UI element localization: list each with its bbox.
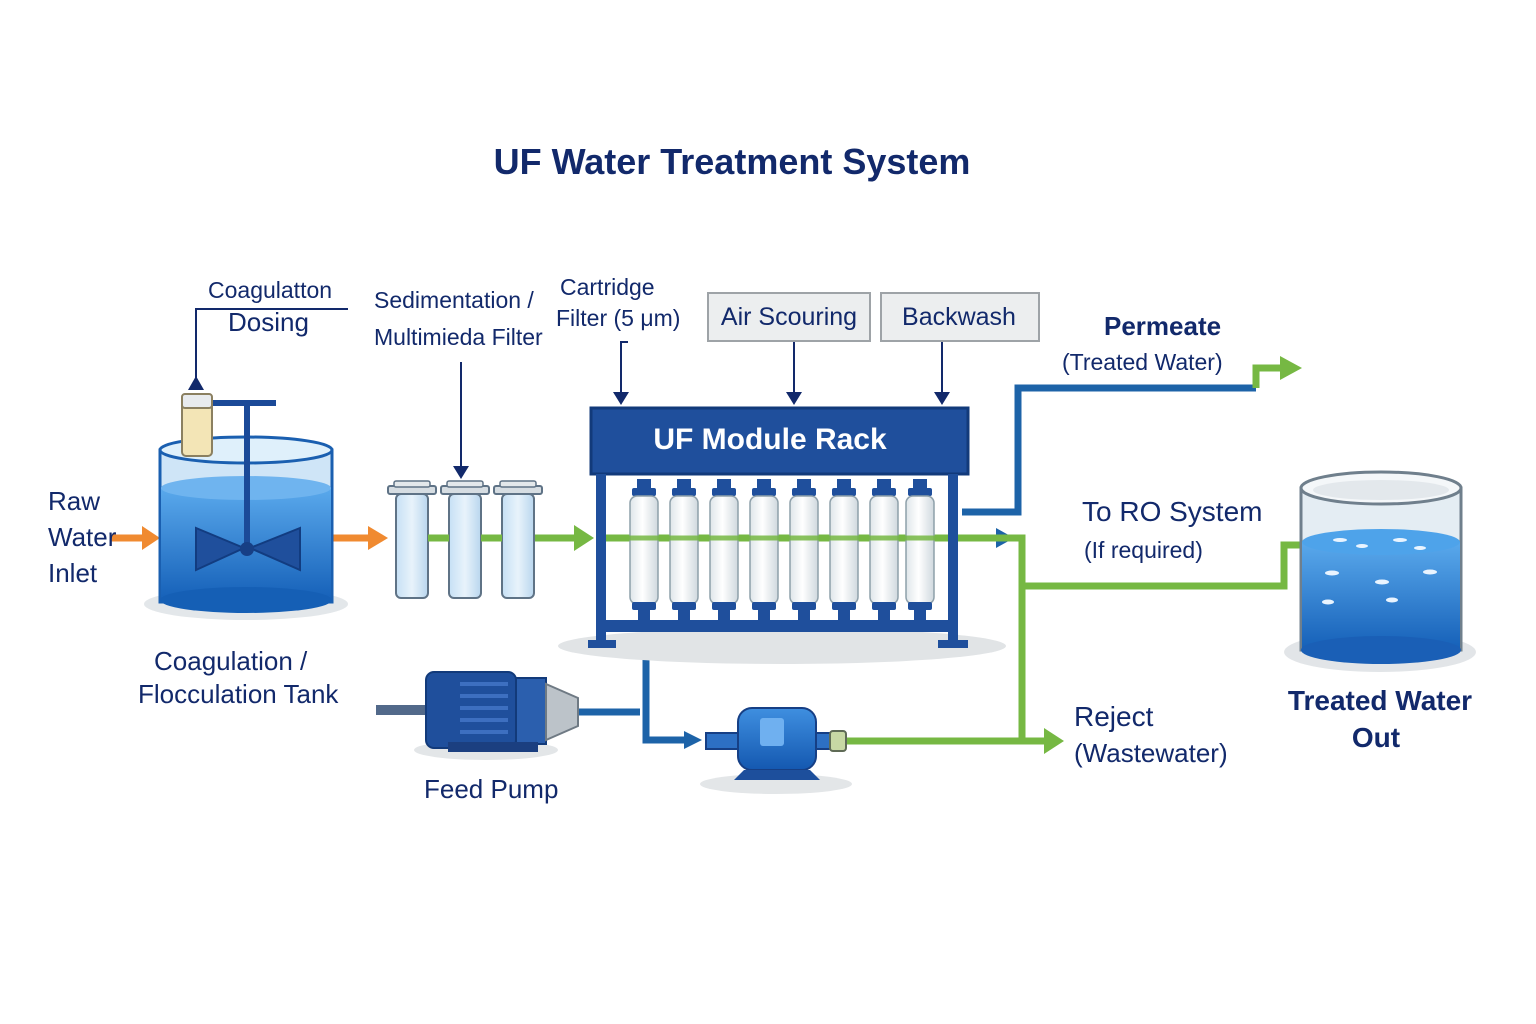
sediment-filter-vessel — [387, 480, 437, 599]
air-scouring-label: Air Scouring — [721, 303, 857, 331]
sediment-filters — [387, 480, 543, 599]
dosing-pointer — [188, 308, 348, 390]
permeate-pipe — [962, 384, 1256, 516]
uf-module-rack: UF Module Rack — [558, 406, 1006, 664]
permeate-label-2: (Treated Water) — [1062, 349, 1223, 375]
diagram-title: UF Water Treatment System — [494, 141, 971, 182]
mixer-paddle — [195, 526, 247, 572]
raw-water-label-2: Water — [48, 522, 117, 552]
reject-label-2: (Wastewater) — [1074, 738, 1228, 768]
sediment-filter-vessel — [493, 480, 543, 599]
cartridge-pointer — [613, 341, 629, 405]
feed-pump-label: Feed Pump — [424, 774, 558, 804]
treated-water-tank — [1284, 470, 1476, 672]
coag-dosing-label-1: Coagulatton — [208, 277, 332, 303]
coag-tank-label-1: Coagulation / — [154, 646, 308, 676]
cartridge-label-2: Filter (5 μm) — [556, 305, 680, 331]
permeate-arrow — [1252, 356, 1302, 388]
uf-membrane-module — [869, 479, 899, 622]
coagulation-tank — [144, 400, 348, 620]
reject-arrow — [846, 728, 1064, 754]
air-scouring-pointer — [786, 342, 802, 405]
tank-outlet-arrow — [332, 526, 388, 550]
backwash-pointer — [934, 342, 950, 405]
uf-membrane-module — [749, 479, 779, 622]
cartridge-label-1: Cartridge — [560, 274, 655, 300]
treated-water-label-2: Out — [1352, 722, 1400, 753]
to-ro-label-2: (If required) — [1084, 537, 1203, 563]
dosing-tank — [181, 393, 213, 457]
sed-filter-label-2: Multimieda Filter — [374, 324, 543, 350]
permeate-label-1: Permeate — [1104, 311, 1221, 341]
backwash-label: Backwash — [902, 303, 1016, 331]
uf-rack-label: UF Module Rack — [653, 423, 887, 456]
rack-to-pump-pipe — [642, 640, 690, 744]
coag-tank-label-2: Flocculation Tank — [138, 679, 339, 709]
rack-to-pump-arrowhead — [684, 731, 702, 749]
uf-membrane-module — [669, 479, 699, 622]
coag-dosing-label-2: Dosing — [228, 307, 309, 337]
raw-water-label-1: Raw — [48, 486, 100, 516]
uf-membrane-module — [789, 479, 819, 622]
backwash-box: Backwash — [880, 292, 1040, 342]
treated-water-label-1: Treated Water — [1288, 685, 1472, 716]
raw-inlet-arrow — [110, 526, 160, 550]
reject-label-1: Reject — [1074, 701, 1154, 732]
feed-pump — [376, 671, 579, 760]
uf-membrane-module — [905, 479, 935, 622]
booster-pump — [700, 707, 852, 794]
to-ro-label-1: To RO System — [1082, 496, 1262, 527]
sed-filter-label-1: Sedimentation / — [374, 287, 534, 313]
sediment-filter-vessel — [440, 480, 490, 599]
raw-water-label-3: Inlet — [48, 558, 98, 588]
sed-filter-pointer — [453, 362, 469, 479]
uf-membrane-module — [709, 479, 739, 622]
uf-membrane-module — [629, 479, 659, 622]
uf-membrane-module — [829, 479, 859, 622]
air-scouring-box: Air Scouring — [707, 292, 871, 342]
to-ro-pipe — [962, 534, 1304, 590]
